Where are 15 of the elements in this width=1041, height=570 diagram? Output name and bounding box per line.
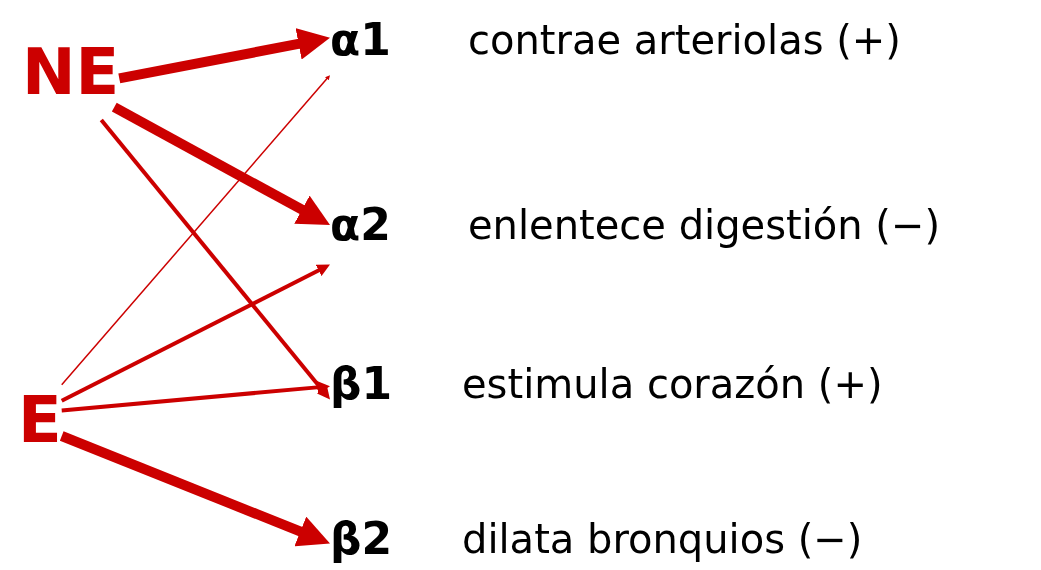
- effect-text: contrae arteriolas (+): [468, 20, 901, 60]
- arrow: [60, 75, 330, 386]
- arrow: [118, 28, 330, 84]
- receptor-label: α2: [330, 203, 391, 247]
- arrow: [60, 264, 330, 403]
- receptor-label: β2: [330, 517, 393, 561]
- arrow: [111, 102, 330, 225]
- arrow: [59, 431, 330, 547]
- hormone-label: E: [18, 388, 62, 452]
- hormone-label: NE: [22, 40, 120, 104]
- arrow: [99, 118, 330, 400]
- receptor-label: β1: [330, 362, 393, 406]
- receptor-label: α1: [330, 18, 391, 62]
- arrow: [61, 381, 330, 413]
- effect-text: estimula corazón (+): [462, 364, 883, 404]
